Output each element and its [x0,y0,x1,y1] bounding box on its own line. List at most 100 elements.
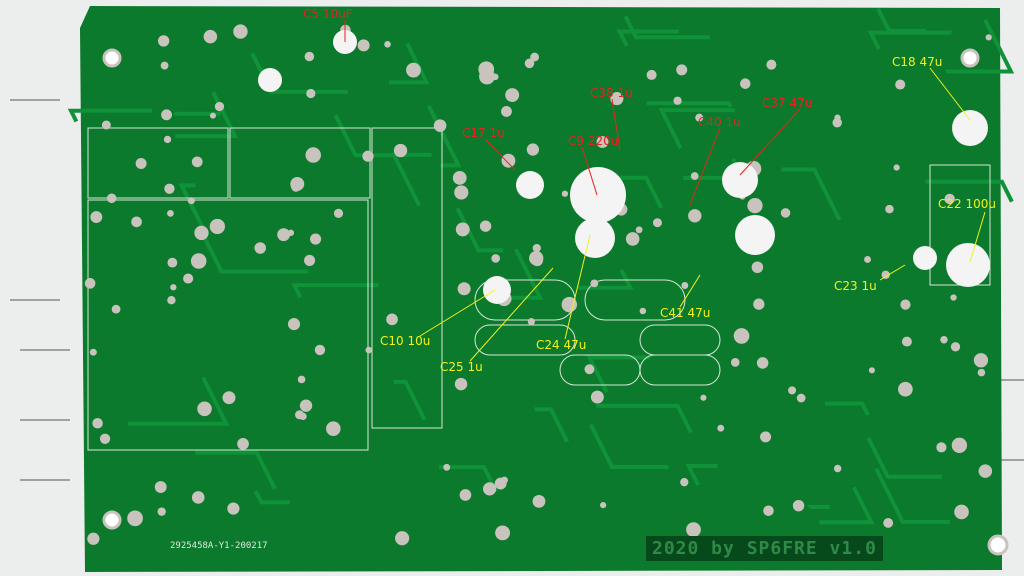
pad [747,197,763,214]
pad [950,342,961,352]
pad [362,150,374,162]
trace [173,111,221,116]
pad [167,209,174,217]
pad [792,499,805,512]
annotation-label: C24 47u [536,338,587,352]
pad [527,318,535,326]
pads [84,24,993,546]
annotation-label: C10 10u [380,334,431,348]
leader-line [581,146,598,196]
pad [127,510,143,527]
trace [504,248,544,300]
pad [868,367,875,374]
pad [730,358,740,367]
mounting-holes [102,48,1009,556]
pad [673,96,682,105]
annotation-label: C22 100u [938,197,996,211]
trace [577,268,634,290]
pad [163,135,172,144]
trace [925,179,1014,203]
trace [646,101,733,108]
pad [84,278,96,289]
trace [586,355,651,393]
pad [406,62,421,78]
pad [584,364,595,375]
pad [295,410,305,420]
pad [310,233,322,245]
pad [167,257,178,268]
pad [161,109,172,121]
pad [131,216,142,228]
pad [763,505,774,517]
pad [832,118,842,128]
pad [501,153,516,168]
trace [290,283,379,299]
pad [751,261,764,274]
pad [333,208,344,218]
pad [101,120,111,130]
pad [596,136,609,148]
pad [524,58,535,69]
trace [685,464,718,486]
pad [99,433,111,444]
pad [183,273,194,284]
leader-line [929,67,971,121]
trace [178,183,208,235]
pad [478,61,495,78]
pad [973,353,989,368]
pad [187,197,195,205]
electrolytic-capacitors [258,30,990,304]
pad [306,88,316,99]
pad [459,489,472,501]
pad [287,318,301,331]
pad [290,181,301,192]
leader-line [469,267,554,362]
pad [457,282,471,296]
pad [740,78,751,89]
pad [482,482,497,496]
pad [978,464,993,478]
trace [455,207,503,253]
pad [780,208,791,218]
trace [781,167,842,221]
pad [733,328,750,344]
pad [700,394,707,401]
pad [87,532,100,545]
pad [625,232,640,246]
pad [788,386,797,395]
leader-line [739,108,801,176]
pad [985,34,992,41]
pad [895,79,906,90]
annotation-label: C25 1u [440,360,483,374]
pad [254,242,266,254]
annotation-label: C40 1u [698,115,741,129]
pad [326,421,341,436]
pad [766,59,777,70]
pad [950,294,957,301]
pad [454,377,468,391]
pad [194,225,209,241]
annotation-leader-lines [344,20,986,362]
trace [825,401,870,416]
board-part-number: 2925458A-Y1-200217 [170,541,268,551]
pad [901,336,912,347]
annotation-label: C41 47u [660,306,711,320]
trace [819,486,875,525]
pad [532,494,546,508]
leader-line [419,289,496,337]
leader-line [689,127,721,206]
pad [532,243,541,253]
pad [690,172,699,180]
pad [170,284,177,291]
trace [588,423,669,469]
pad [977,368,986,377]
trace [874,467,950,524]
annotation-label: C18 47u [892,55,943,69]
pad [864,256,871,263]
pad [500,476,508,484]
pad [680,478,689,487]
pad [433,119,447,132]
annotation-label: C5 10uF [303,7,353,21]
pad [531,254,544,267]
pad [610,92,624,106]
